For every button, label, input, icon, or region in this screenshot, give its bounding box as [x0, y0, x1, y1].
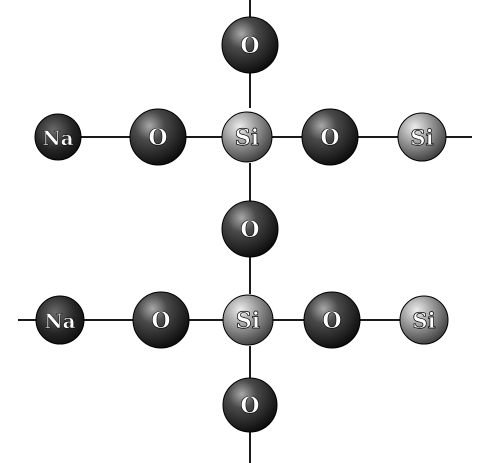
atom-row1-o-left-label: O [148, 125, 167, 151]
atom-row2-si-right-label: Si [412, 308, 435, 333]
atom-row1-o-right: O [301, 108, 359, 166]
atom-row2-na-label: Na [44, 309, 75, 333]
atom-row1-na-label: Na [42, 126, 73, 150]
atom-o-middle: O [221, 200, 279, 258]
atom-o-middle-label: O [240, 217, 259, 243]
atom-row2-si: Si [222, 294, 274, 346]
atom-row2-o-right: O [303, 291, 361, 349]
atom-o-bottom-label: O [240, 393, 259, 419]
bonds [18, 0, 472, 463]
atom-o-bottom: O [222, 377, 278, 433]
atom-row2-si-right: Si [399, 295, 449, 345]
atom-row1-si: Si [221, 111, 273, 163]
atom-row1-o-right-label: O [320, 125, 339, 151]
atom-row2-o-left: O [132, 291, 190, 349]
atom-row2-na: Na [35, 295, 85, 345]
atom-row2-o-left-label: O [151, 308, 170, 334]
atom-row1-o-left: O [129, 108, 187, 166]
atom-o-top: O [221, 16, 279, 74]
atom-row1-si-right-label: Si [410, 125, 433, 150]
atom-row1-si-right: Si [397, 112, 447, 162]
atom-row2-o-right-label: O [322, 308, 341, 334]
atom-row2-si-label: Si [236, 308, 260, 334]
atom-o-top-label: O [240, 33, 259, 59]
atom-row1-si-label: Si [235, 125, 259, 151]
atom-row1-na: Na [34, 113, 82, 161]
